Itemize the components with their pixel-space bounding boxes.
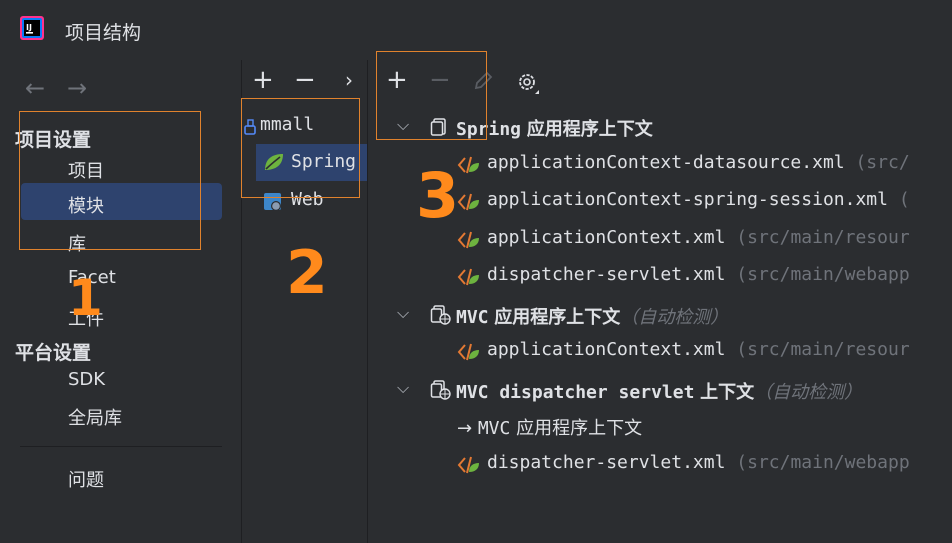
xml-file-icon: [457, 156, 479, 174]
project-settings-header: 项目设置: [15, 129, 92, 151]
annotation-number-3: 3: [416, 159, 460, 232]
auto-detected-label: （自动检测）: [754, 382, 863, 403]
file-path: (src/main/resour: [736, 227, 910, 248]
module-root-mmall[interactable]: mmall: [260, 114, 315, 135]
svg-text:IJ: IJ: [26, 23, 32, 32]
chevron-right-icon[interactable]: ›: [345, 68, 353, 92]
context-group-mvc-suffix: 应用程序上下文: [494, 307, 621, 328]
remove-icon[interactable]: −: [294, 65, 316, 95]
panel-divider[interactable]: [367, 60, 368, 543]
module-list-panel: [242, 60, 367, 543]
panel-divider[interactable]: [241, 60, 242, 543]
xml-file-icon: [457, 456, 479, 474]
back-arrow-icon[interactable]: ←: [25, 74, 46, 102]
file-path: (: [898, 189, 910, 210]
context-file-icon: [430, 118, 446, 136]
file-path: (src/: [855, 152, 910, 173]
chevron-down-icon[interactable]: ⌵: [397, 115, 410, 134]
context-file[interactable]: applicationContext-spring-session.xml (: [487, 189, 910, 210]
xml-file-icon: [457, 268, 479, 286]
context-file[interactable]: dispatcher-servlet.xml (src/main/webapp: [487, 452, 910, 473]
remove-context-icon[interactable]: −: [429, 65, 451, 95]
add-icon[interactable]: +: [252, 65, 274, 95]
context-web-icon: [430, 305, 451, 325]
spring-contexts-panel: [368, 60, 952, 543]
module-item-web[interactable]: Web: [291, 189, 324, 210]
module-folder-icon: [244, 119, 256, 135]
add-context-icon[interactable]: +: [386, 65, 408, 95]
window-title: 项目结构: [65, 22, 142, 44]
file-name: dispatcher-servlet.xml: [487, 264, 726, 285]
sidebar-item-artifacts[interactable]: 工件: [68, 309, 104, 330]
context-file[interactable]: dispatcher-servlet.xml (src/main/webapp: [487, 264, 910, 285]
arrow-right-icon: →: [457, 418, 473, 439]
intellij-logo-icon: IJ: [20, 16, 44, 40]
annotation-box-3: [376, 51, 487, 140]
context-group-spring-suffix: 应用程序上下文: [526, 119, 653, 140]
edit-pencil-icon[interactable]: [472, 70, 494, 92]
parent-context-name: MVC: [477, 418, 511, 439]
chevron-down-icon[interactable]: ⌵: [397, 378, 410, 397]
xml-file-icon: [457, 343, 479, 361]
annotation-number-2: 2: [286, 238, 328, 308]
file-name: applicationContext.xml: [487, 339, 726, 360]
file-name: dispatcher-servlet.xml: [487, 452, 726, 473]
context-group-mvc[interactable]: MVC 应用程序上下文（自动检测）: [456, 303, 728, 329]
sidebar-item-global-libraries[interactable]: 全局库: [68, 408, 122, 429]
file-path: (src/main/resour: [736, 339, 910, 360]
context-file[interactable]: applicationContext-datasource.xml (src/: [487, 152, 910, 173]
sidebar-item-facets[interactable]: Facet: [68, 267, 116, 288]
file-path: (src/main/webapp: [736, 452, 910, 473]
context-group-spring[interactable]: Spring 应用程序上下文: [456, 115, 653, 141]
file-name: applicationContext.xml: [487, 227, 726, 248]
title-bar: IJ 项目结构: [0, 0, 952, 60]
sidebar-item-sdk[interactable]: SDK: [68, 369, 106, 390]
sidebar-item-project[interactable]: 项目: [68, 161, 104, 182]
context-group-dispatcher[interactable]: MVC dispatcher servlet 上下文（自动检测）: [456, 378, 862, 404]
chevron-down-icon[interactable]: ⌵: [397, 303, 410, 322]
sidebar-item-modules[interactable]: 模块: [68, 196, 104, 217]
context-group-mvc-name: MVC: [456, 307, 489, 328]
sidebar-divider: [20, 446, 222, 447]
annotation-box-1: [19, 111, 201, 250]
parent-context-link[interactable]: → MVC 应用程序上下文: [457, 414, 642, 440]
module-item-spring[interactable]: Spring: [291, 151, 357, 172]
file-path: (src/main/webapp: [736, 264, 910, 285]
auto-detected-label: （自动检测）: [620, 307, 729, 328]
parent-context-suffix: 应用程序上下文: [516, 418, 643, 439]
context-group-dispatcher-name: MVC dispatcher servlet: [456, 382, 695, 403]
xml-file-icon: [457, 193, 479, 211]
sidebar-selection: [21, 183, 222, 220]
platform-settings-header: 平台设置: [15, 342, 92, 364]
file-name: applicationContext-spring-session.xml: [487, 189, 888, 210]
context-web-icon: [430, 380, 451, 400]
annotation-number-1: 1: [68, 269, 103, 327]
context-file[interactable]: applicationContext.xml (src/main/resour: [487, 227, 910, 248]
file-name: applicationContext-datasource.xml: [487, 152, 845, 173]
context-file[interactable]: applicationContext.xml (src/main/resour: [487, 339, 910, 360]
xml-file-icon: [457, 231, 479, 249]
forward-arrow-icon[interactable]: →: [67, 74, 88, 102]
gear-icon[interactable]: [515, 70, 541, 96]
annotation-box-2: [241, 98, 360, 198]
sidebar-item-problems[interactable]: 问题: [68, 470, 104, 491]
spring-leaf-icon: [265, 154, 283, 170]
context-group-spring-name: Spring: [456, 119, 522, 140]
context-group-dispatcher-suffix: 上下文: [700, 382, 755, 403]
